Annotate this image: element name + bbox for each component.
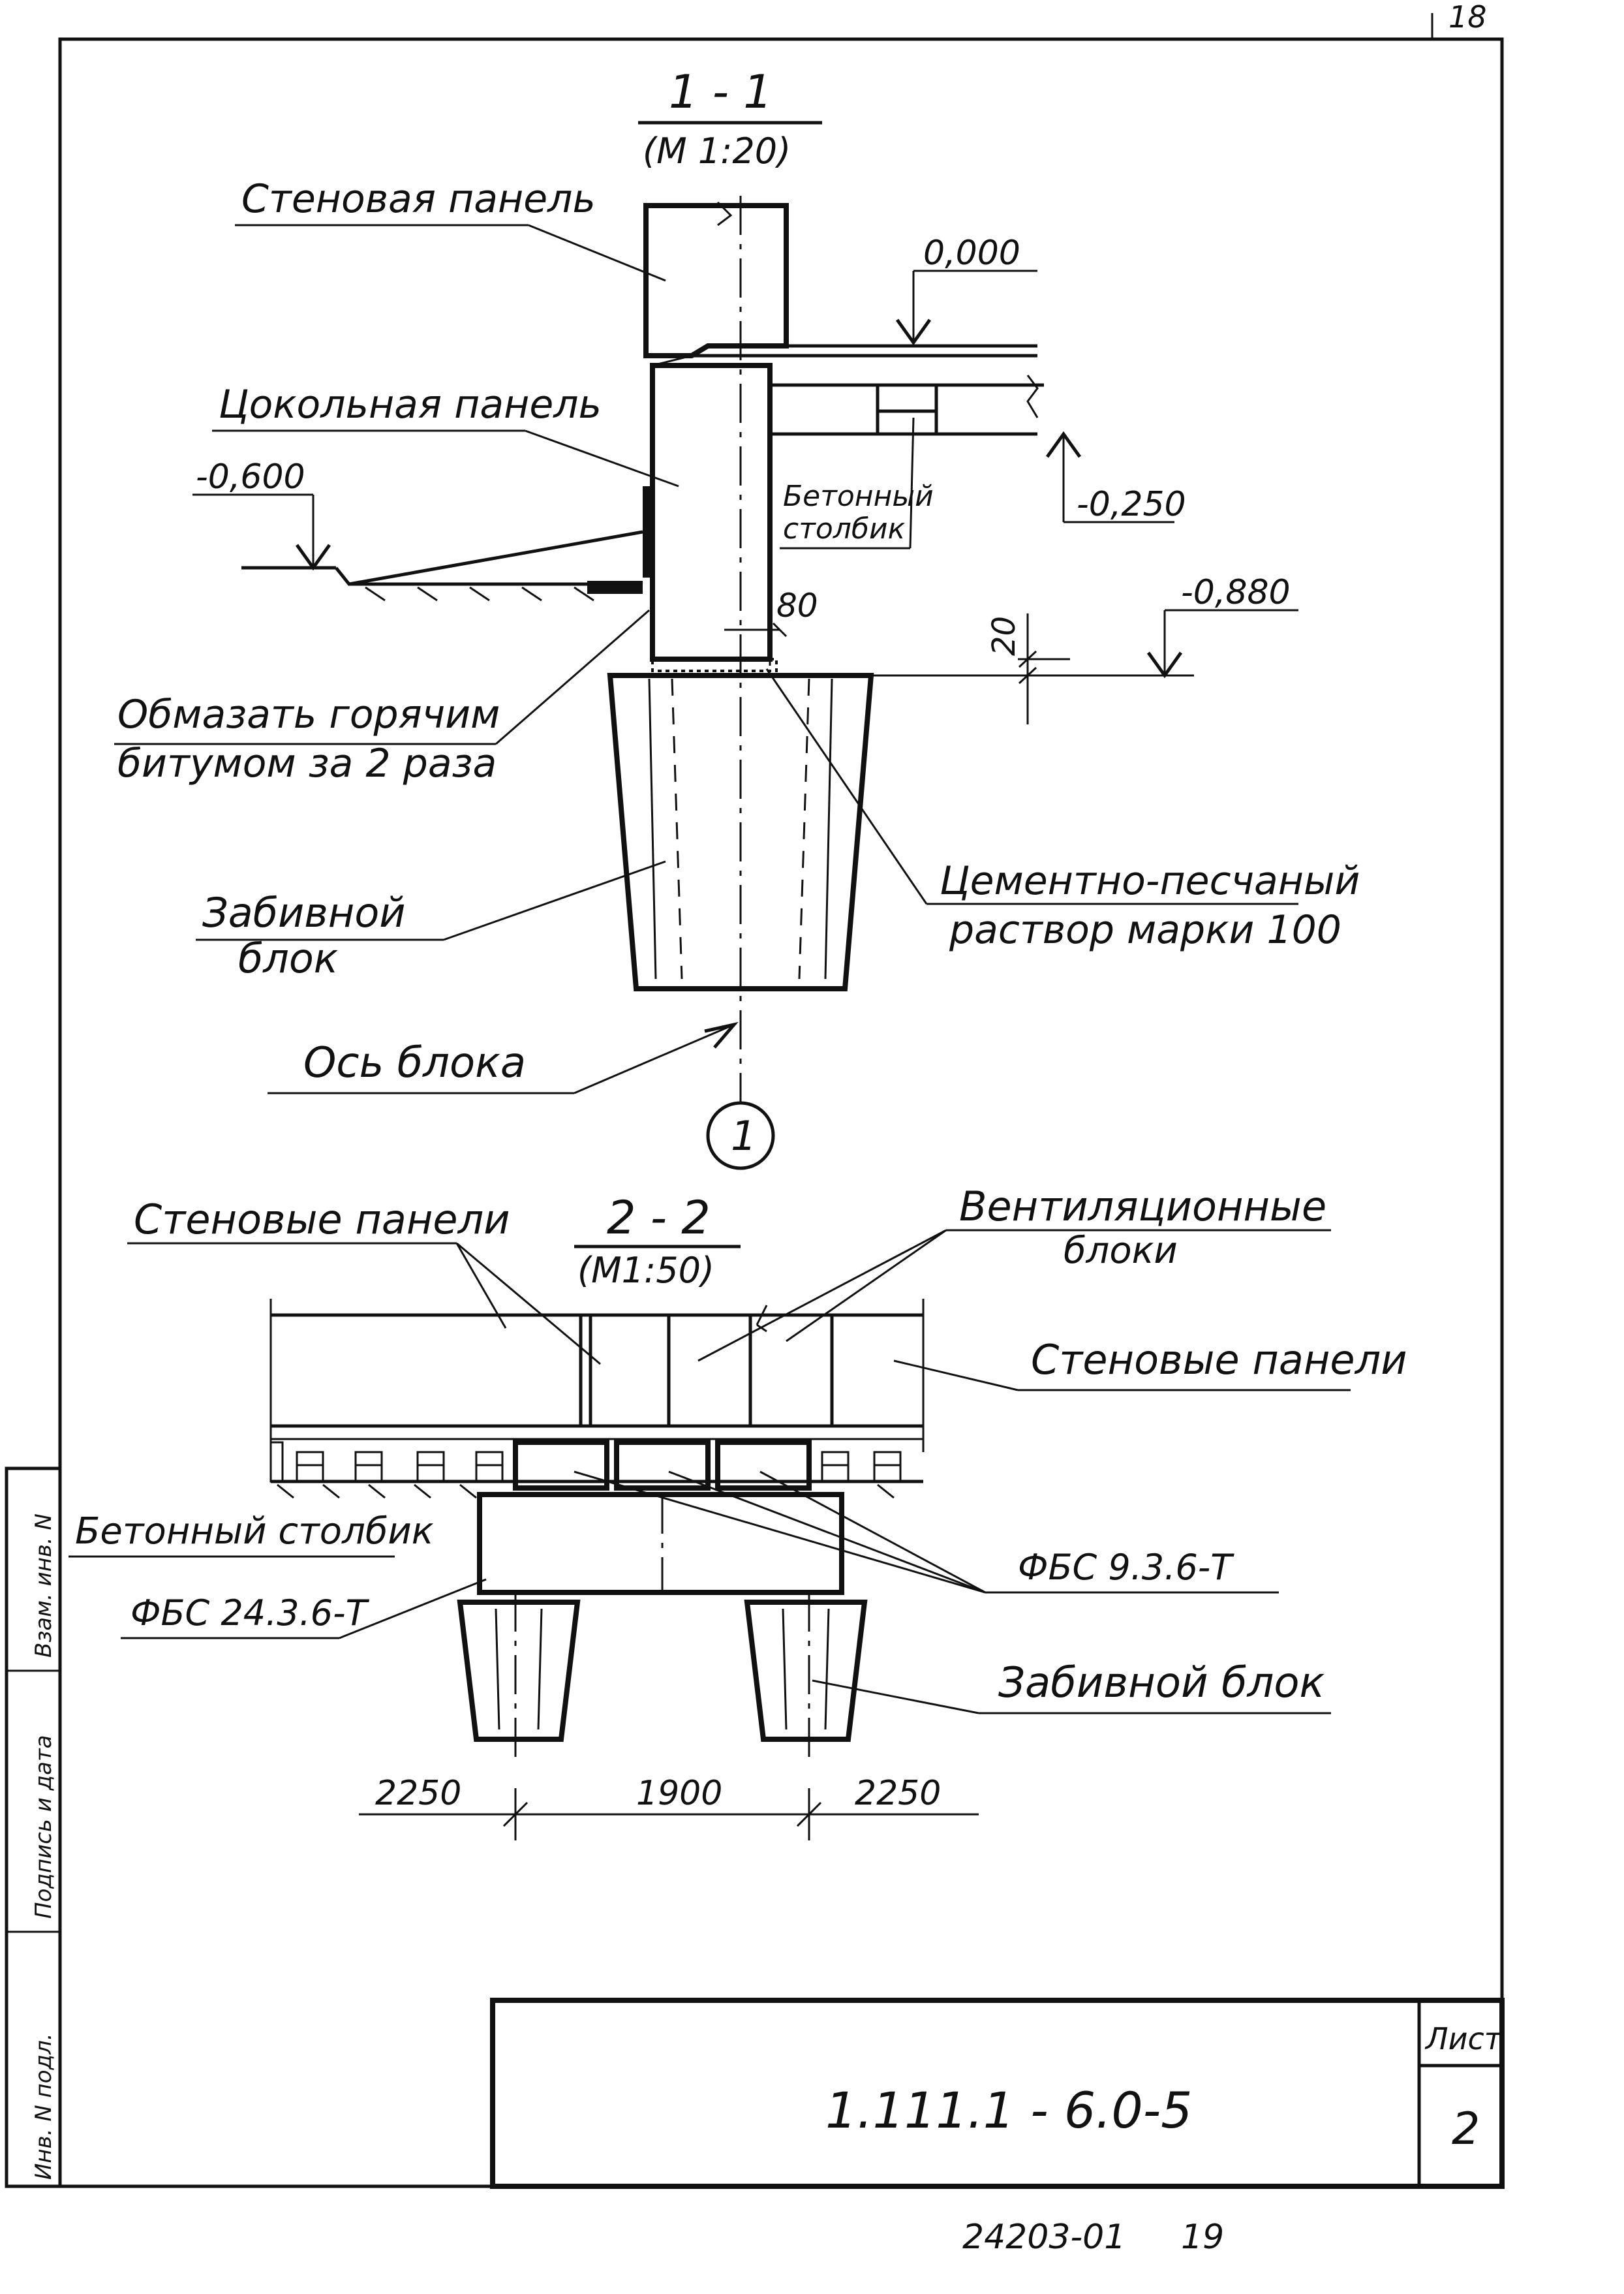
- level-minus-0880: -0,880: [770, 573, 1298, 679]
- driven-block-2-label: Забивной блок: [998, 1659, 1325, 1707]
- section-1-1: 1 - 1 (М 1:20): [114, 65, 1360, 1170]
- concrete-post-label-1: Бетонный: [783, 480, 934, 513]
- mortar-label-2: раствор марки 100: [949, 907, 1341, 953]
- label-driven-block-2: Забивной блок: [812, 1659, 1331, 1714]
- wall-panel-label: Стеновая панель: [241, 176, 596, 222]
- concrete-post-label-2: столбик: [783, 512, 906, 546]
- label-wall-panels-right: Стеновые панели: [893, 1336, 1407, 1391]
- side-stamp: Инв. N подл. Подпись и дата Взам. инв. N: [5, 1466, 62, 2188]
- dimension-1900: 1900: [636, 1774, 722, 1813]
- label-fbs-9: ФБС 9.3.6-Т: [574, 1470, 1279, 1594]
- label-block-axis: Ось блока: [268, 1021, 739, 1094]
- ventilation-label-2: блоки: [1064, 1230, 1178, 1272]
- plinth-panel: [643, 354, 773, 662]
- axis-marker-label: 1: [731, 1112, 756, 1160]
- block-axis-label: Ось блока: [303, 1039, 526, 1087]
- concrete-post-2-label: Бетонный столбик: [75, 1510, 434, 1553]
- ground-line: [241, 530, 643, 602]
- concrete-posts-row: [269, 1441, 923, 1499]
- sheet-label: Лист: [1424, 2021, 1503, 2056]
- ventilation-label-1: Вентиляционные: [959, 1183, 1326, 1230]
- level-minus-0600-label: -0,600: [196, 457, 305, 497]
- driven-block-label-2: блок: [238, 935, 339, 982]
- label-wall-panel: Стеновая панель: [235, 176, 666, 282]
- footer-page: 19: [1181, 2218, 1224, 2257]
- label-mortar: Цементно-песчаный раствор марки 100: [765, 668, 1360, 953]
- driven-block-label-1: Забивной: [202, 889, 406, 937]
- label-fbs-24: ФБС 24.3.6-Т: [121, 1578, 487, 1639]
- section-2-scale: (М1:50): [577, 1250, 714, 1291]
- level-minus-0600: -0,600: [192, 457, 331, 571]
- dimension-2250-right: 2250: [855, 1774, 941, 1813]
- label-concrete-post-2: Бетонный столбик: [69, 1510, 434, 1558]
- fbs-9-label: ФБС 9.3.6-Т: [1018, 1547, 1234, 1588]
- level-minus-0250: -0,250: [1045, 431, 1186, 524]
- mortar-label-1: Цементно-песчаный: [940, 858, 1360, 904]
- level-minus-0880-label: -0,880: [1181, 573, 1291, 612]
- level-zero: 0,000: [895, 234, 1037, 346]
- driven-block-left: [457, 1600, 581, 1742]
- archive-number: 24203-01: [962, 2218, 1126, 2257]
- fbs-24-label: ФБС 24.3.6-Т: [130, 1592, 370, 1634]
- stamp-inventory-label: Инв. N подл.: [31, 2033, 57, 2180]
- section-1-scale: (М 1:20): [643, 131, 791, 172]
- fbs-24-block: [477, 1492, 844, 1595]
- dimension-80-label: 80: [776, 587, 818, 625]
- dimension-20: 20: [986, 613, 1070, 724]
- mortar-layer: [651, 658, 778, 672]
- wall-panel: [643, 201, 789, 358]
- section-2-title: 2 - 2: [607, 1191, 711, 1245]
- fbs-9-blocks: [513, 1440, 812, 1491]
- label-plinth-panel: Цокольная панель: [212, 382, 679, 488]
- title-block: 1.111.1 - 6.0-5 Лист 2: [490, 1998, 1505, 2189]
- label-ventilation-blocks: Вентиляционные блоки: [697, 1183, 1331, 1362]
- plinth-panel-label: Цокольная панель: [219, 382, 602, 427]
- page-number: 18: [1448, 0, 1487, 35]
- dimension-line: 2250 1900 2250: [359, 1774, 979, 1840]
- label-driven-block: Забивной блок: [196, 860, 666, 982]
- sheet-number: 2: [1452, 2103, 1480, 2155]
- wall-panels-right-label: Стеновые панели: [1031, 1336, 1407, 1384]
- level-zero-label: 0,000: [923, 234, 1020, 273]
- axis-marker-circle: [706, 1101, 775, 1170]
- stamp-replacement-label: Взам. инв. N: [31, 1513, 57, 1658]
- dimension-2250-left: 2250: [375, 1774, 461, 1813]
- dimension-20-label: 20: [986, 616, 1022, 656]
- drawing-code: 1.111.1 - 6.0-5: [825, 2081, 1192, 2139]
- driven-block-right: [744, 1600, 868, 1742]
- bitumen-label-1: Обмазать горячим: [117, 692, 500, 737]
- section-2-2: 2 - 2 (М1:50): [69, 1183, 1407, 1840]
- footer: 24203-01 19: [962, 2218, 1224, 2257]
- bitumen-label-2: битумом за 2 раза: [117, 741, 497, 786]
- wall-panels-left-label: Стеновые панели: [134, 1196, 510, 1243]
- stamp-signature-label: Подпись и дата: [31, 1735, 57, 1919]
- wall-panels-band: [269, 1299, 925, 1452]
- level-minus-0250-label: -0,250: [1077, 485, 1186, 524]
- section-1-title: 1 - 1: [669, 65, 773, 119]
- label-concrete-post: Бетонный столбик: [780, 417, 934, 550]
- label-wall-panels-left: Стеновые панели: [127, 1196, 601, 1365]
- dimension-80: 80: [724, 587, 818, 638]
- label-bitumen: Обмазать горячим битумом за 2 раза: [114, 609, 650, 786]
